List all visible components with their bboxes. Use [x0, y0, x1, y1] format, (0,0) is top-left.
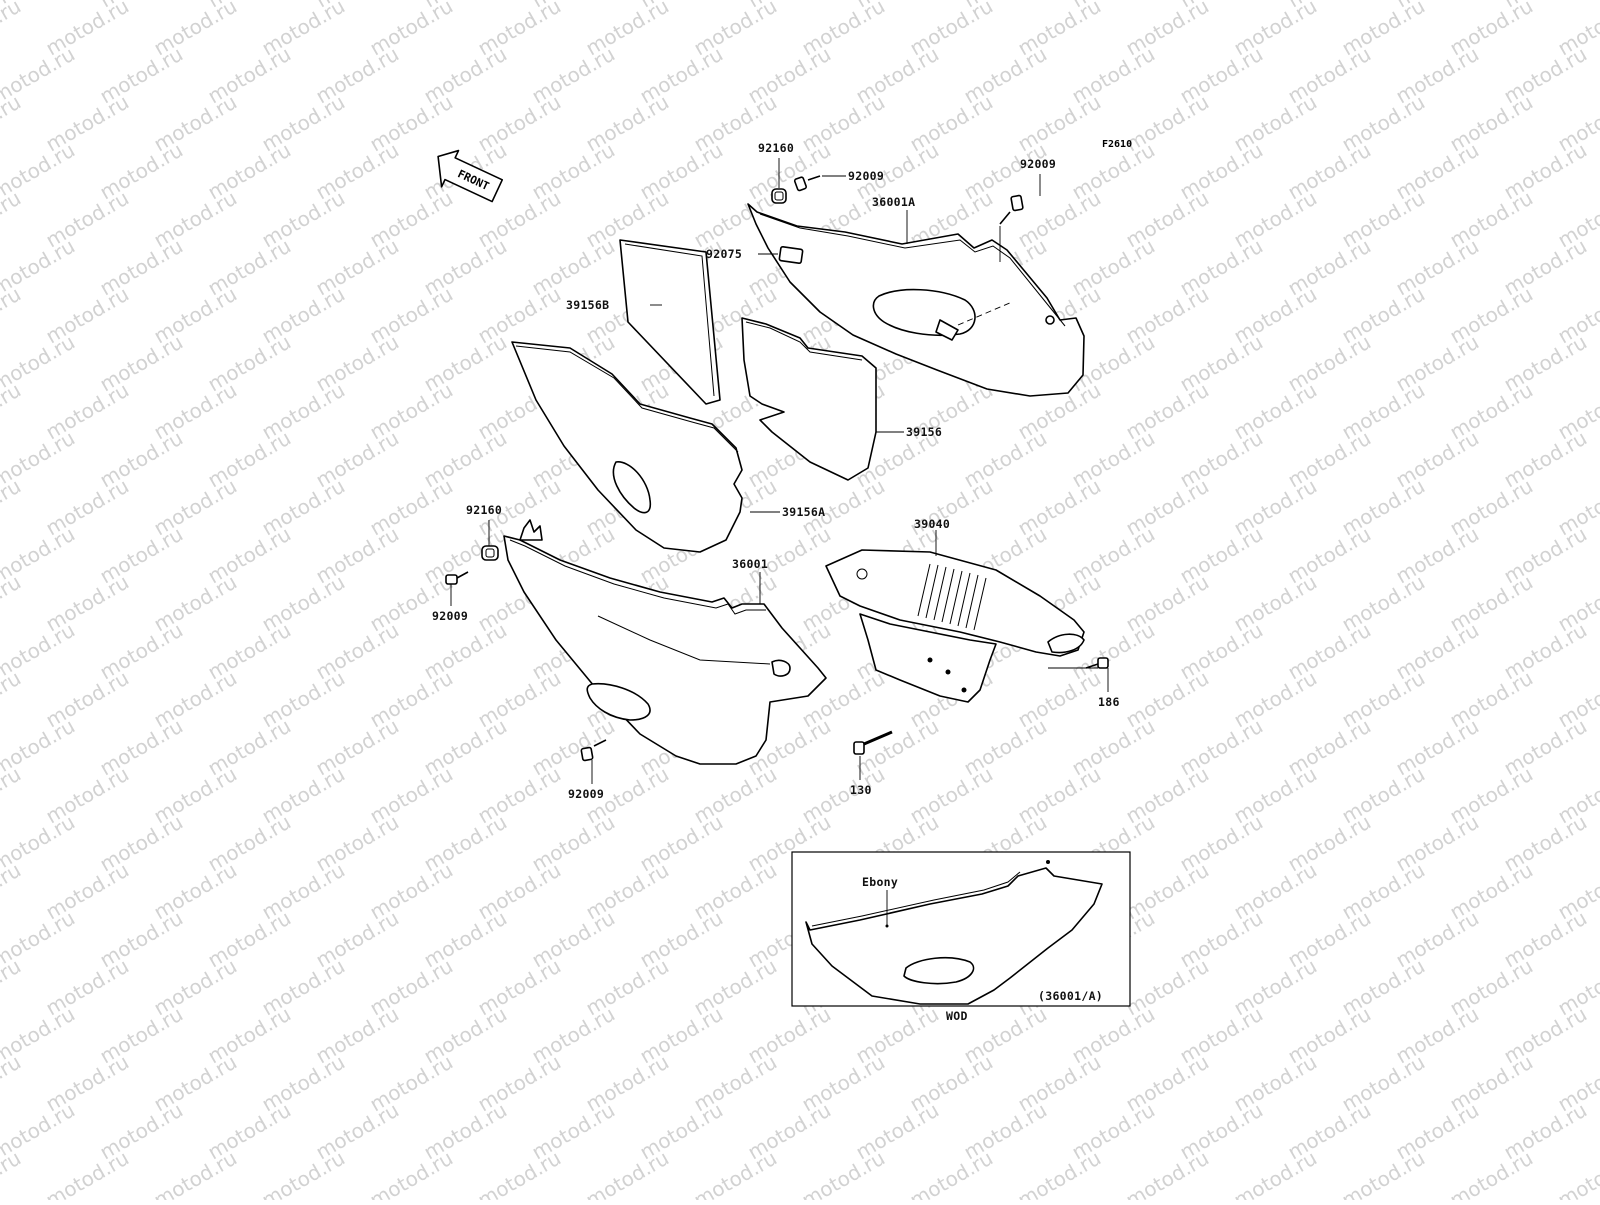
part-label-36001a: 36001A: [872, 195, 915, 209]
watermark-text: motod.ru: [744, 1194, 835, 1200]
watermark-text: motod.ru: [0, 1050, 25, 1117]
part-label-92160-top: 92160: [758, 141, 794, 155]
figure-code: F2610: [1102, 139, 1132, 150]
watermark-text: motod.ru: [1014, 1146, 1105, 1200]
watermark-text: motod.ru: [1338, 1146, 1429, 1200]
watermark-text: motod.ru: [1500, 1194, 1591, 1200]
watermark-text: motod.ru: [690, 1146, 781, 1200]
part-label-39156a: 39156A: [782, 505, 825, 519]
watermark-text: motod.ru: [960, 1194, 1051, 1200]
watermark-text: motod.ru: [0, 954, 25, 1021]
clip-92075: [779, 247, 803, 264]
grommet-92160-top: [772, 189, 786, 203]
watermark-text: motod.ru: [636, 1194, 727, 1200]
watermark-text: motod.ru: [1122, 1146, 1213, 1200]
watermark-text: motod.ru: [1176, 1194, 1267, 1200]
watermark-text: motod.ru: [420, 1194, 511, 1200]
part-label-130: 130: [850, 783, 872, 797]
watermark-text: motod.ru: [0, 90, 25, 157]
watermark-text: motod.ru: [582, 1146, 673, 1200]
watermark-text: motod.ru: [0, 666, 25, 733]
watermark-text: motod.ru: [258, 1146, 349, 1200]
watermark-text: motod.ru: [42, 1146, 133, 1200]
watermark-text: motod.ru: [0, 1146, 25, 1200]
inset-part-ref: (36001/A): [1038, 989, 1103, 1003]
part-label-39156: 39156: [906, 425, 942, 439]
inset-variant-code: WOD: [946, 1009, 968, 1023]
watermark-text: motod.ru: [906, 1146, 997, 1200]
part-label-92009-left: 92009: [432, 609, 468, 623]
watermark-text: motod.ru: [1392, 1194, 1483, 1200]
watermark-text: motod.ru: [366, 1146, 457, 1200]
watermark-text: motod.ru: [0, 1194, 79, 1200]
part-label-92009-bottom: 92009: [568, 787, 604, 801]
bolt-92009-right: [1000, 195, 1023, 224]
watermark-text: motod.ru: [474, 1146, 565, 1200]
watermark-text: motod.ru: [150, 1146, 241, 1200]
watermark-text: motod.ru: [0, 282, 25, 349]
watermark-text: motod.ru: [798, 1146, 889, 1200]
watermark-text: motod.ru: [312, 1194, 403, 1200]
watermark-text: motod.ru: [0, 0, 25, 60]
part-label-92009-top: 92009: [848, 169, 884, 183]
part-label-186: 186: [1098, 695, 1120, 709]
watermark-text: motod.ru: [0, 570, 25, 637]
watermark-text: motod.ru: [0, 762, 25, 829]
part-label-39040: 39040: [914, 517, 950, 531]
part-label-92075: 92075: [706, 247, 742, 261]
watermark-text: motod.ru: [0, 378, 25, 445]
watermark-text: motod.ru: [1284, 1194, 1375, 1200]
watermark-text: motod.ru: [204, 1194, 295, 1200]
watermark-text: motod.ru: [0, 474, 25, 541]
grommet-92160-left: [482, 546, 498, 560]
watermark-text: motod.ru: [1068, 1194, 1159, 1200]
inset-box: Ebony (36001/A) WOD: [792, 852, 1130, 1023]
watermark-text: motod.ru: [1446, 1146, 1537, 1200]
part-label-92160-left: 92160: [466, 503, 502, 517]
watermark-text: motod.ru: [0, 186, 25, 253]
watermark-text: motod.ru: [1554, 1146, 1600, 1200]
watermark-text: motod.ru: [0, 858, 25, 925]
part-label-92009-right: 92009: [1020, 157, 1056, 171]
watermark-text: motod.ru: [1230, 1146, 1321, 1200]
inset-color-label: Ebony: [862, 875, 898, 889]
watermark-text: motod.ru: [96, 1194, 187, 1200]
bolt-92009-top: [794, 176, 820, 191]
part-label-36001: 36001: [732, 557, 768, 571]
watermark-text: motod.ru: [852, 1194, 943, 1200]
part-label-39156b: 39156B: [566, 298, 609, 312]
watermark-text: motod.ru: [528, 1194, 619, 1200]
